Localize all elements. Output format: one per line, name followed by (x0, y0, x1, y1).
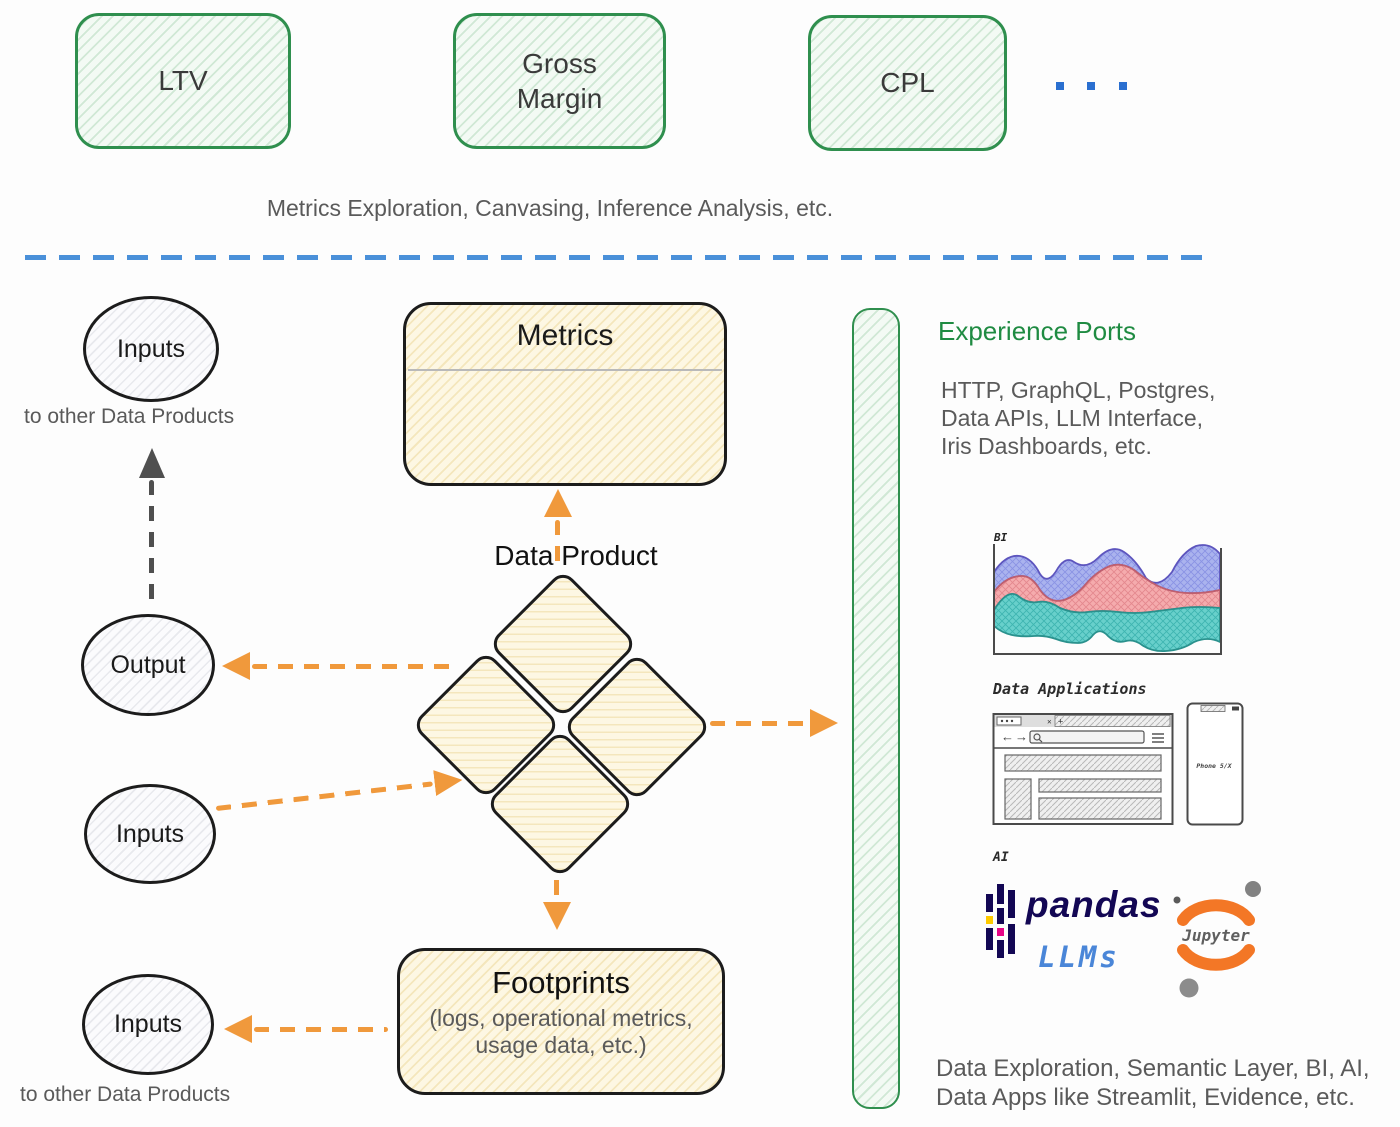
inputs-to-diamond-arrow (214, 766, 468, 822)
inputs-bottom-label: Inputs (113, 1010, 183, 1038)
hamburger-menu-icon (1152, 733, 1164, 743)
forward-arrow-icon: → (1015, 729, 1028, 744)
to-other-data-products-top: to other Data Products (24, 405, 235, 428)
search-icon (1033, 733, 1041, 741)
ports-line-1: HTTP, GraphQL, Postgres, (941, 377, 1216, 403)
metric-box-ltv: LTV (75, 13, 291, 149)
page-bar-placeholder (1038, 778, 1162, 793)
metrics-box-divider (408, 369, 722, 371)
experience-ports-heading: Experience Ports (938, 316, 1136, 346)
new-tab-plus-icon: + (1058, 717, 1063, 727)
ports-line-3: Iris Dashboards, etc. (941, 433, 1152, 459)
browser-controls-box (996, 716, 1022, 726)
window-dot-icon (1005, 719, 1009, 723)
ellipsis-dot (1087, 82, 1095, 90)
footprints-subtitle-line1: (logs, operational metrics, (429, 1005, 693, 1031)
window-dot-icon (1000, 719, 1004, 723)
pandas-pink-square (997, 928, 1004, 936)
search-icon-handle (1038, 738, 1043, 743)
arrowhead-up-orange-icon (544, 489, 572, 517)
back-arrow-icon: ← (1001, 729, 1014, 744)
metrics-box-title: Metrics (516, 319, 614, 352)
jupyter-crescent-bottom (1177, 944, 1255, 971)
ellipsis-dot (1056, 82, 1064, 90)
battery-icon (1232, 706, 1239, 711)
bottom-caption-line2: Data Apps like Streamlit, Evidence, etc. (936, 1084, 1355, 1111)
page-sidebar-placeholder (1004, 778, 1032, 820)
pandas-logo-icon (986, 884, 1015, 958)
llms-label: LLMs (1038, 940, 1120, 974)
dataproduct-to-metrics-dashed-line (555, 520, 560, 564)
arrowhead-right-to-bar-icon (810, 709, 838, 737)
phone-label: Phone 5/X (1196, 762, 1232, 770)
footprints-subtitle-line2: usage data, etc.) (475, 1032, 647, 1058)
jupyter-dot-medium (1245, 881, 1261, 897)
arrowhead-left-to-inputs-icon (224, 1015, 252, 1043)
diamond-to-bar-dashed-line (710, 721, 810, 726)
inputs-top-label: Inputs (116, 334, 186, 363)
bi-chart-label: BI (993, 531, 1008, 544)
pandas-wordmark: pandas (1026, 884, 1162, 925)
browser-window-sketch: × + ← → (992, 713, 1174, 825)
output-ellipse: Output (81, 614, 215, 716)
jupyter-dot-small (1173, 896, 1181, 904)
footprints-title: Footprints (492, 965, 630, 1000)
metric-box-gross-margin-label: Gross Margin (516, 48, 603, 114)
arrowhead-up-dark-icon (139, 448, 165, 478)
footprints-box: Footprints (logs, operational metrics, u… (397, 948, 725, 1095)
footprints-to-inputs-dashed-line (254, 1027, 388, 1032)
inputs-mid-label: Inputs (115, 819, 185, 848)
page-content-placeholder (1038, 797, 1162, 820)
metric-box-cpl: CPL (808, 15, 1007, 151)
bi-chart-axes (993, 544, 1222, 655)
metric-box-ltv-label: LTV (158, 65, 208, 96)
jupyter-dot-large (1179, 978, 1199, 998)
url-bar (1029, 730, 1145, 744)
experience-ports-bar (852, 308, 900, 1109)
jupyter-wordmark: Jupyter (1181, 926, 1250, 945)
tab-close-icon: × (1047, 718, 1052, 727)
dashed-divider-line (25, 255, 1215, 260)
inputs-to-diamond-dashed-line (215, 781, 433, 811)
phone-notch (1200, 705, 1226, 712)
inputs-top-ellipse: Inputs (83, 296, 219, 402)
metric-box-cpl-label: CPL (880, 67, 935, 98)
metrics-box: Metrics (403, 302, 727, 486)
pandas-yellow-square (986, 916, 993, 924)
inputs-bottom-ellipse: Inputs (82, 974, 214, 1075)
bi-band-teal (993, 592, 1221, 653)
page-banner-placeholder (1004, 754, 1162, 772)
arrowhead-left-to-output-icon (222, 652, 250, 680)
ellipsis-dot (1119, 82, 1127, 90)
output-label: Output (110, 650, 186, 679)
arrowhead-down-to-footprints-icon (543, 902, 571, 930)
ports-line-2: Data APIs, LLM Interface, (941, 405, 1204, 431)
ai-label: AI (993, 850, 1009, 865)
browser-tab-strip (1054, 715, 1171, 727)
bottom-caption-line1: Data Exploration, Semantic Layer, BI, AI… (936, 1055, 1370, 1082)
jupyter-crescent-top (1177, 899, 1255, 926)
phone-sketch: Phone 5/X (1186, 702, 1244, 826)
jupyter-logo-icon: Jupyter (1173, 881, 1261, 998)
data-applications-label: Data Applications (993, 680, 1147, 698)
window-dot-icon (1010, 719, 1014, 723)
phone-frame (1186, 702, 1244, 826)
diamond-to-output-dashed-line (252, 664, 455, 669)
top-caption: Metrics Exploration, Canvasing, Inferenc… (266, 195, 834, 221)
output-to-inputs-dashed-line (149, 480, 154, 606)
inputs-mid-ellipse: Inputs (84, 784, 216, 884)
bi-area-chart: BI (993, 531, 1222, 655)
data-product-label: Data Product (494, 540, 658, 571)
to-other-data-products-bottom: to other Data Products (20, 1083, 231, 1106)
metric-box-gross-margin: Gross Margin (453, 13, 666, 149)
diamond-to-footprints-dashed-line (554, 854, 559, 898)
